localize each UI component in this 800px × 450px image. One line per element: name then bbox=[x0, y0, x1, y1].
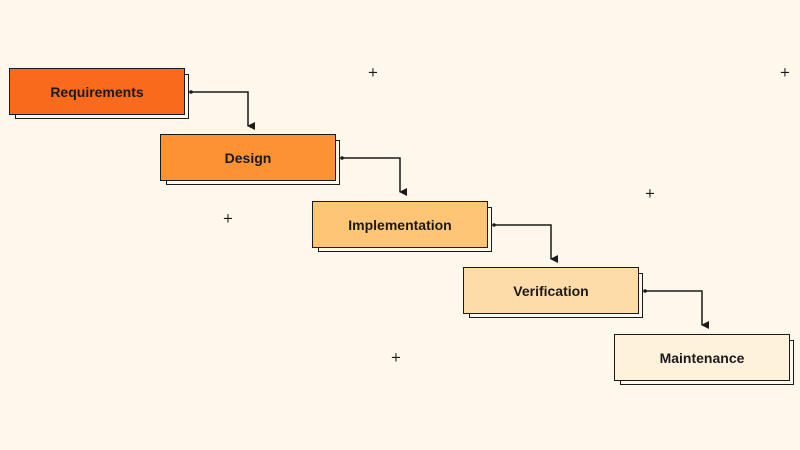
connector-verification-maintenance bbox=[643, 289, 709, 329]
connector-design-implementation bbox=[340, 156, 407, 196]
step-verification: Verification bbox=[463, 267, 643, 318]
step-label: Design bbox=[224, 149, 272, 166]
plus-decoration-icon: + bbox=[222, 211, 234, 227]
step-box: Maintenance bbox=[614, 334, 790, 381]
step-implementation: Implementation bbox=[312, 201, 492, 252]
step-box: Verification bbox=[463, 267, 639, 314]
step-requirements: Requirements bbox=[9, 68, 189, 119]
plus-decoration-icon: + bbox=[390, 350, 402, 366]
step-label: Maintenance bbox=[659, 349, 745, 366]
step-maintenance: Maintenance bbox=[614, 334, 794, 385]
connector-implementation-verification bbox=[492, 223, 558, 263]
step-label: Implementation bbox=[348, 216, 452, 233]
plus-decoration-icon: + bbox=[644, 186, 656, 202]
step-box: Design bbox=[160, 134, 336, 181]
connector-requirements-design bbox=[189, 90, 255, 130]
step-box: Requirements bbox=[9, 68, 185, 115]
step-label: Verification bbox=[513, 282, 589, 299]
step-label: Requirements bbox=[50, 83, 144, 100]
plus-decoration-icon: + bbox=[367, 65, 379, 81]
step-design: Design bbox=[160, 134, 340, 185]
plus-decoration-icon: + bbox=[779, 65, 791, 81]
step-box: Implementation bbox=[312, 201, 488, 248]
